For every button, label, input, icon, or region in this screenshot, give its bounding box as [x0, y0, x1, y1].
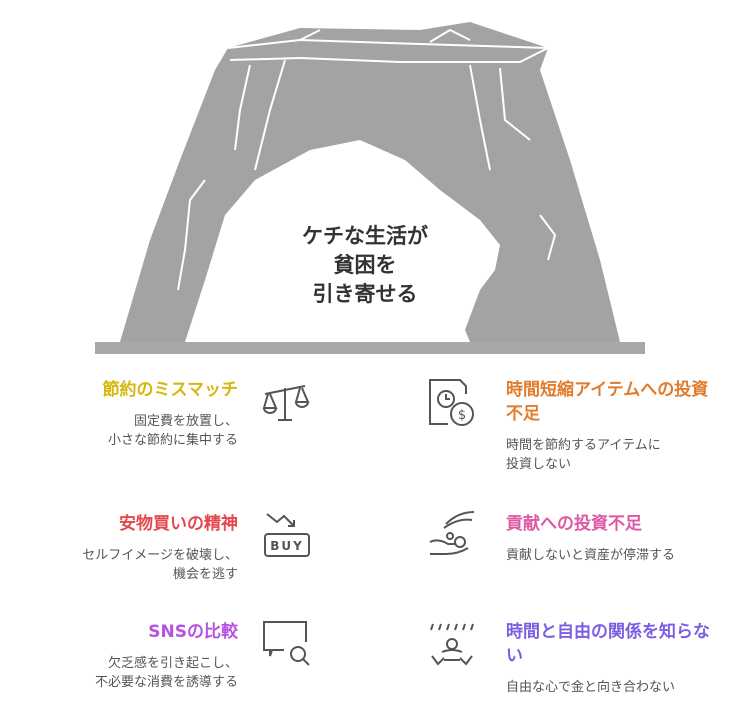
desc-line: 時間を節約するアイテムに	[506, 438, 661, 453]
item-title: SNSの比較	[148, 622, 238, 642]
item-desc: 自由な心で金と向き合わない	[506, 678, 716, 697]
cliff-arch-illustration	[95, 22, 645, 354]
chat-search-icon	[263, 621, 310, 666]
center-title: ケチな生活が 貧困を 引き寄せる	[270, 222, 460, 309]
desc-line: 欠乏感を引き起こし、	[107, 656, 238, 671]
center-title-line: ケチな生活が	[302, 224, 428, 248]
giving-hand-icon	[429, 511, 475, 555]
desc-line: 機会を逃す	[172, 567, 238, 582]
desc-line: 小さな節約に集中する	[107, 433, 238, 448]
center-title-line: 引き寄せる	[312, 282, 418, 306]
item-desc: 欠乏感を引き起こし、不必要な消費を誘導する	[0, 654, 238, 692]
item-desc: 貢献しないと資産が停滞する	[506, 546, 739, 565]
desc-line: 投資しない	[506, 457, 572, 472]
item-desc: 固定費を放置し、小さな節約に集中する	[0, 412, 238, 450]
svg-text:BUY: BUY	[270, 539, 304, 553]
svg-text:$: $	[458, 408, 466, 423]
item-title: 時間と自由の関係を知らない	[506, 622, 710, 666]
item-title: 安物買いの精神	[119, 514, 238, 534]
item-title: 節約のミスマッチ	[102, 380, 239, 400]
ground	[95, 342, 645, 354]
time-money-icon: $	[429, 379, 474, 426]
meditation-icon	[430, 623, 474, 666]
item-time-saving-investment: 時間短縮アイテムへの投資不足 時間を節約するアイテムに投資しない	[506, 378, 716, 474]
item-title: 時間短縮アイテムへの投資不足	[506, 380, 709, 424]
desc-line: 不必要な消費を誘導する	[94, 675, 238, 690]
desc-line: 自由な心で金と向き合わない	[506, 680, 676, 695]
item-cheap-buying: 安物買いの精神 セルフイメージを破壊し、機会を逃す	[0, 512, 238, 584]
item-title: 貢献への投資不足	[506, 514, 642, 534]
item-desc: 時間を節約するアイテムに投資しない	[506, 436, 716, 474]
arch-opening	[185, 140, 500, 342]
item-desc: セルフイメージを破壊し、機会を逃す	[0, 546, 238, 584]
buy-down-icon: BUY	[264, 513, 310, 557]
desc-line: セルフイメージを破壊し、	[82, 548, 238, 563]
center-title-line: 貧困を	[333, 253, 397, 277]
desc-line: 固定費を放置し、	[133, 414, 238, 429]
item-saving-mismatch: 節約のミスマッチ 固定費を放置し、小さな節約に集中する	[0, 378, 239, 450]
scale-icon	[262, 385, 310, 421]
item-contribution-investment: 貢献への投資不足 貢献しないと資産が停滞する	[506, 512, 739, 565]
item-sns-comparison: SNSの比較 欠乏感を引き起こし、不必要な消費を誘導する	[0, 620, 238, 692]
desc-line: 貢献しないと資産が停滞する	[506, 548, 676, 563]
item-time-freedom: 時間と自由の関係を知らない 自由な心で金と向き合わない	[506, 620, 716, 697]
